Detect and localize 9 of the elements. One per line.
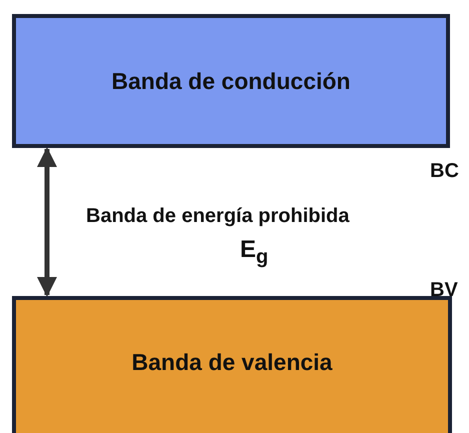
- double-arrow: [37, 147, 57, 297]
- energy-band: [12, 296, 452, 433]
- band-label: Banda de conducción: [112, 68, 350, 94]
- text-label: Banda de energía prohibida: [86, 205, 350, 228]
- text-label: BV: [430, 279, 458, 302]
- text-label: BC: [430, 160, 459, 183]
- energy-band: [12, 14, 450, 148]
- text-label: E$_{g}$: [240, 236, 268, 269]
- band-label: Banda de valencia: [132, 348, 332, 376]
